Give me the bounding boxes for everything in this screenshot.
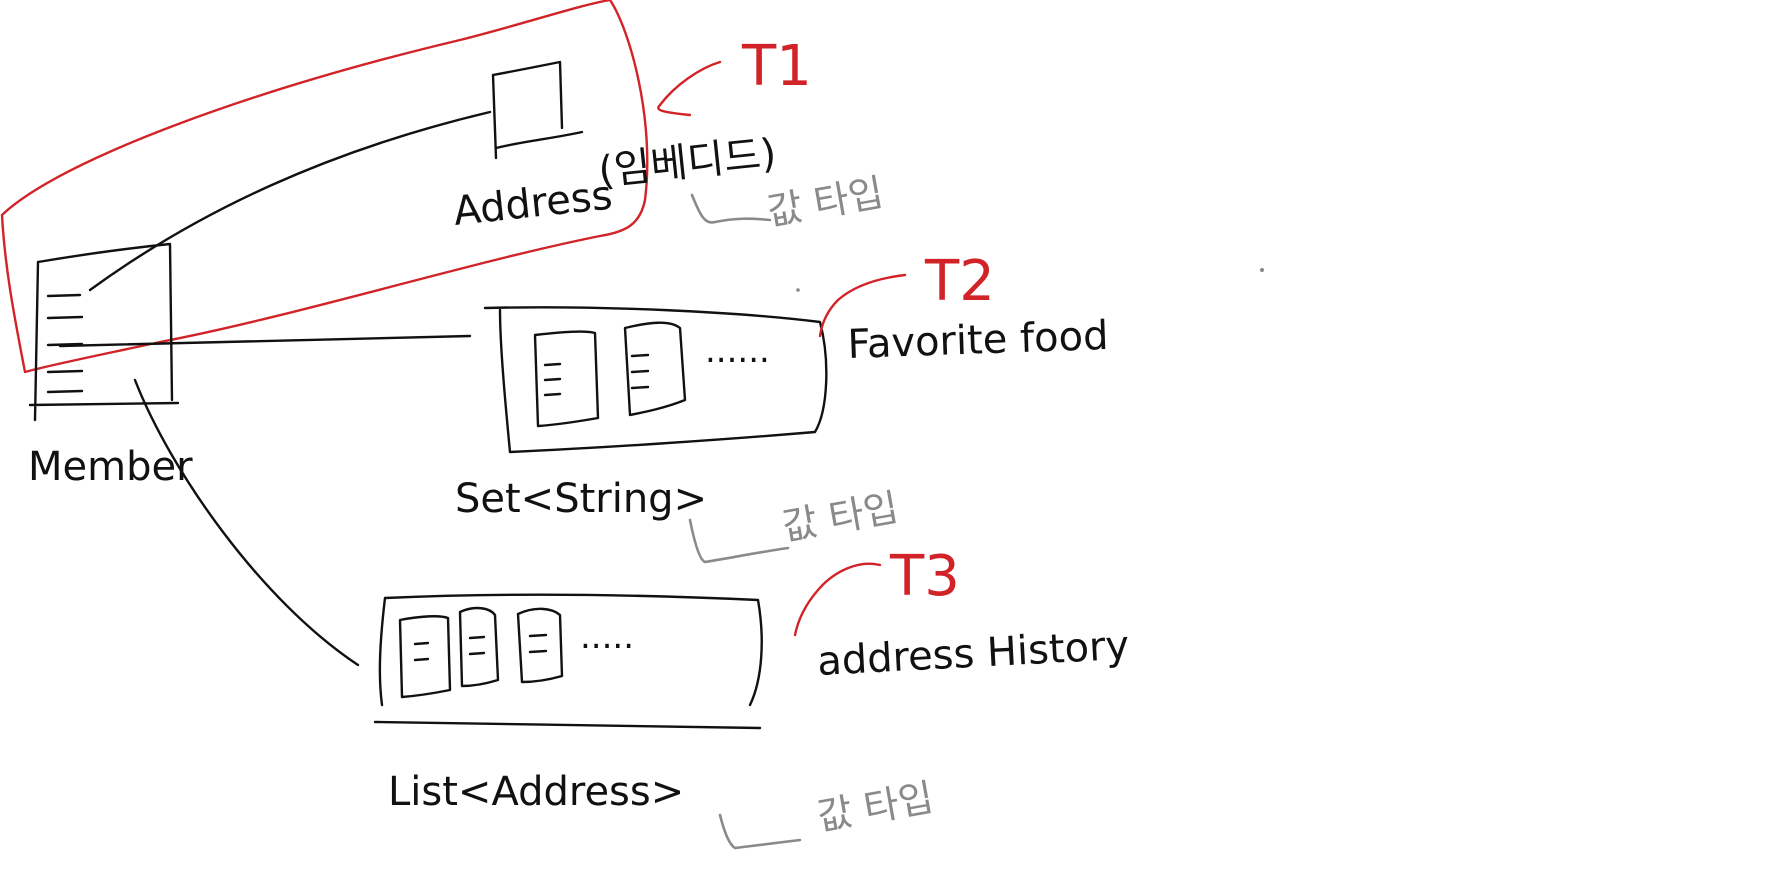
favorite-note-arrow (688, 518, 790, 564)
favorite-collection-box (483, 306, 828, 454)
address-entity (491, 60, 584, 160)
member-to-address-line (88, 110, 492, 292)
address-annotation: (임베디드) (596, 131, 778, 195)
member-to-history-line (133, 378, 360, 667)
member-to-favorite-line (58, 334, 472, 348)
t2-tag: T2 (924, 249, 995, 314)
t3-arrow (793, 562, 882, 637)
t3-tag: T3 (889, 544, 960, 609)
favorite-label: Favorite food (847, 313, 1109, 368)
t2-arrow (818, 273, 907, 338)
member-entity (28, 242, 180, 422)
t1-boundary (0, 0, 649, 374)
stray-dot (796, 288, 800, 292)
stray-dot (1260, 268, 1264, 272)
favorite-value-note: 값 타입 (779, 485, 902, 549)
history-note-arrow (718, 813, 802, 850)
history-label: address History (816, 623, 1130, 685)
t1-tag: T1 (741, 34, 812, 99)
history-value-note: 값 타입 (814, 775, 937, 839)
member-label: Member (28, 444, 193, 490)
favorite-ellipsis: ...... (705, 331, 770, 371)
favorite-type-label: Set<String> (455, 476, 707, 522)
t1-arrow (657, 60, 722, 117)
address-note-arrow (690, 193, 772, 224)
history-ellipsis: ..... (580, 617, 634, 657)
address-value-note: 값 타입 (764, 170, 887, 234)
history-collection-box (373, 593, 763, 730)
address-label: Address (451, 173, 614, 235)
history-type-label: List<Address> (388, 769, 684, 815)
